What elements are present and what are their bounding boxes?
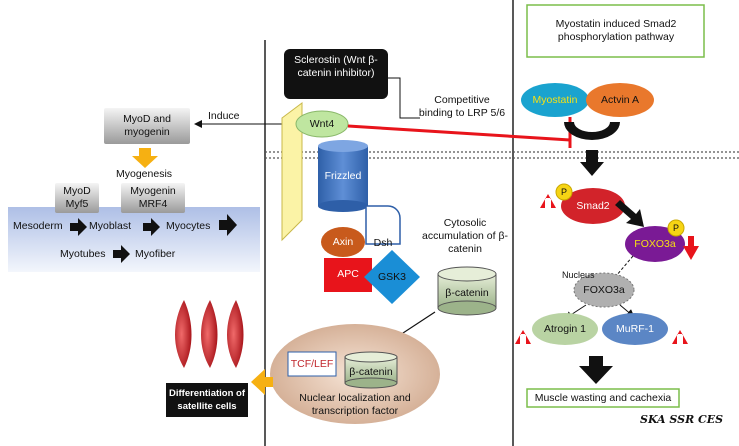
myostatin-ellipse	[521, 83, 589, 117]
p1-label: P	[560, 187, 567, 197]
sclerostin-label: Sclerostin (Wnt β-catenin inhibitor)	[294, 54, 378, 79]
mesoderm-band	[8, 207, 260, 272]
tcf-lef-label: TCF/LEF	[290, 358, 334, 370]
smad2-label: Smad2	[576, 200, 610, 212]
axin-label: Axin	[332, 236, 354, 248]
phospho-2	[667, 219, 685, 237]
activin-receptor	[564, 122, 620, 140]
orange-left-arrow	[251, 369, 273, 395]
myogenin-mrf4-box	[121, 183, 185, 213]
activin-label: Actvin A	[601, 94, 639, 106]
watermark-label: SKA SSR CES	[640, 413, 724, 426]
atrogin-label: Atrogin 1	[543, 323, 587, 335]
myofiber-label: Myofiber	[135, 248, 176, 260]
gsk3-diamond	[364, 250, 420, 304]
down-arrow-outcome	[579, 356, 613, 384]
wnt4-ellipse	[295, 110, 349, 138]
mesoderm-label: Mesoderm	[13, 220, 63, 232]
myod-myf5-label: MyoD Myf5	[63, 185, 91, 210]
frizzled-receptor	[318, 146, 368, 206]
gsk3-label: GSK3	[377, 271, 406, 283]
lrp-receptor	[281, 102, 303, 242]
title-box	[526, 4, 705, 58]
murf-ellipse	[602, 313, 668, 345]
inhibition-line	[347, 124, 571, 142]
p2-label: P	[672, 223, 679, 233]
foxo3a-inner-label: FOXO3a	[583, 284, 625, 296]
dsh-label: Dsh	[373, 237, 393, 249]
smad2-ellipse	[561, 188, 625, 224]
axin-ellipse	[321, 227, 365, 257]
activin-ellipse	[586, 83, 654, 117]
myod-label: MyoD and myogenin	[123, 113, 171, 138]
muscle-fiber-icons	[175, 300, 244, 368]
phospho-1	[555, 183, 573, 201]
murf-label: MuRF-1	[616, 323, 654, 335]
wnt4-label: Wnt4	[309, 118, 335, 130]
foxo3a-outer-label: FOXO3a	[634, 238, 676, 250]
beta-catenin-label: β-catenin	[445, 287, 489, 299]
apc-box	[324, 258, 372, 292]
myotubes-label: Myotubes	[60, 248, 106, 260]
foxo3a-outer	[625, 226, 685, 262]
tcf-lef-box	[287, 351, 337, 377]
outcome-box	[526, 388, 680, 408]
outcome-label: Muscle wasting and cachexia	[534, 392, 672, 404]
nucleus-label: Nucleus	[562, 270, 595, 280]
nuclear-text-label: Nuclear localization and transcription f…	[299, 392, 411, 417]
myogenesis-label: Myogenesis	[116, 168, 173, 180]
orange-down-arrow	[132, 148, 158, 168]
frizzled-label: Frizzled	[324, 170, 362, 182]
myostatin-label: Myostatin	[532, 94, 578, 106]
sclerostin-box	[284, 49, 388, 99]
myod-box	[104, 108, 190, 144]
differentiation-box	[166, 383, 248, 417]
induce-label: Induce	[208, 110, 240, 122]
foxo3a-inner	[573, 272, 635, 308]
myod-myf5-box	[55, 183, 99, 213]
dsh-box	[365, 205, 401, 245]
cytosolic-label: Cytosolic accumulation of β-catenin	[422, 217, 508, 255]
differentiation-label: Differentiation of satellite cells	[169, 388, 245, 412]
apc-label: APC	[337, 268, 359, 280]
myogenin-mrf4-label: Myogenin MRF4	[130, 185, 176, 210]
right-title-label: Myostatin induced Smad2 phosphorylation …	[555, 18, 677, 43]
atrogin-ellipse	[532, 313, 598, 345]
myoblast-label: Myoblast	[89, 220, 132, 232]
myocytes-label: Myocytes	[166, 220, 211, 232]
competitive-label: Competitive binding to LRP 5/6	[418, 94, 506, 119]
nuclear-beta-catenin-label: β-catenin	[349, 366, 393, 378]
